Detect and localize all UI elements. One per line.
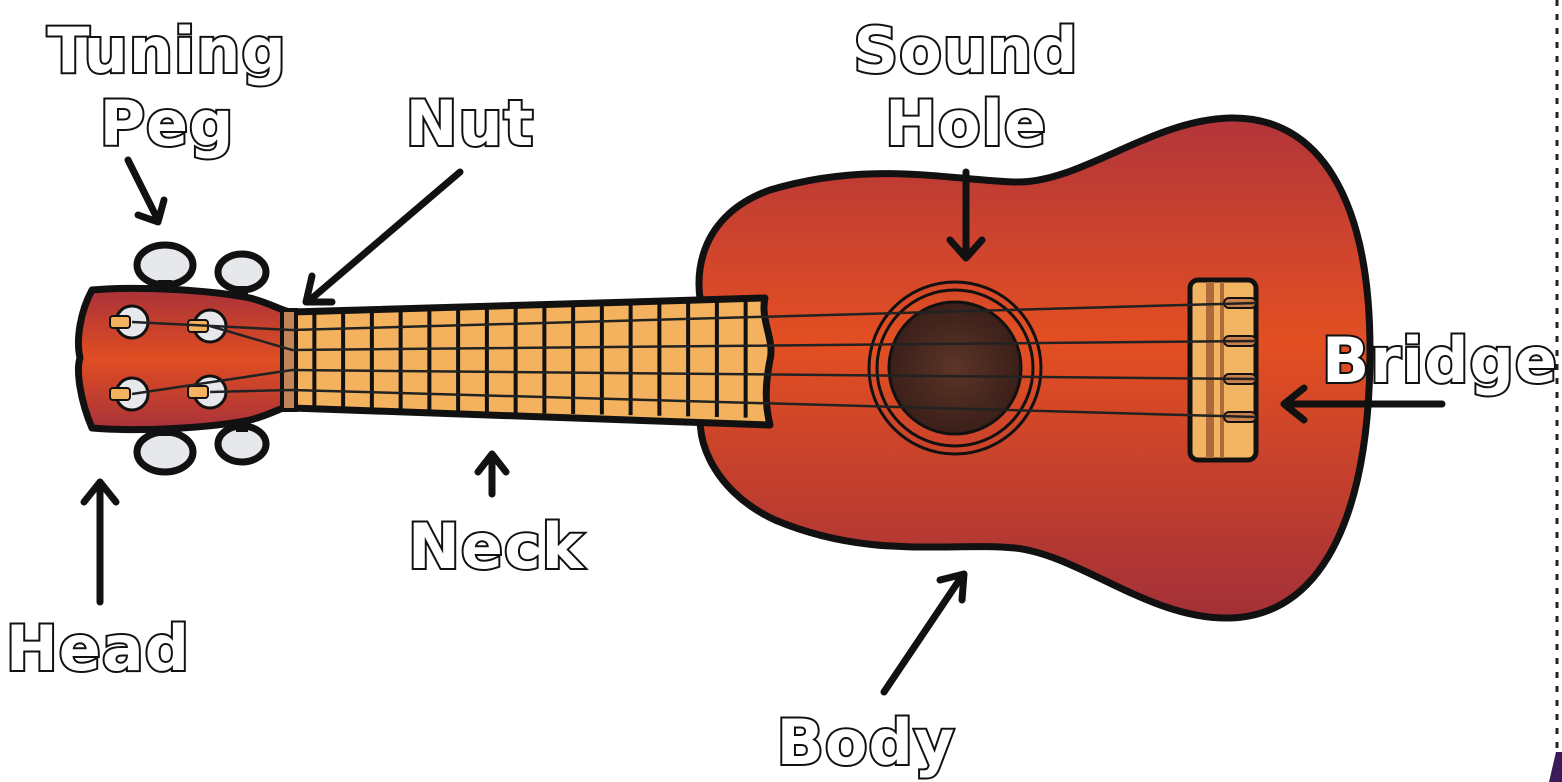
sound-hole xyxy=(869,282,1041,454)
label-sound-hole-line1: Sound xyxy=(854,14,1079,87)
tuner-peg-top-right xyxy=(218,254,266,290)
arrow-tuning-peg xyxy=(128,160,164,222)
label-bridge: Bridge xyxy=(1322,324,1558,397)
label-sound-hole-line2: Hole xyxy=(885,87,1047,160)
arrow-head xyxy=(84,482,116,602)
label-nut: Nut xyxy=(406,87,535,160)
ukulele-head xyxy=(79,245,291,472)
ukulele-neck xyxy=(282,298,771,425)
label-head: Head xyxy=(6,612,190,685)
label-tuning-peg-line2: Peg xyxy=(100,87,235,160)
tuner-peg-top-left xyxy=(137,245,193,285)
label-tuning-peg-line1: Tuning xyxy=(47,14,287,87)
arrow-body xyxy=(884,574,964,692)
arrow-nut xyxy=(306,172,460,302)
label-neck: Neck xyxy=(408,510,585,583)
label-body: Body xyxy=(777,706,956,779)
tuner-peg-bottom-left xyxy=(137,432,193,472)
corner-mark xyxy=(1549,752,1562,782)
nut xyxy=(282,310,296,410)
bridge xyxy=(1190,280,1256,460)
arrow-neck xyxy=(478,454,506,494)
